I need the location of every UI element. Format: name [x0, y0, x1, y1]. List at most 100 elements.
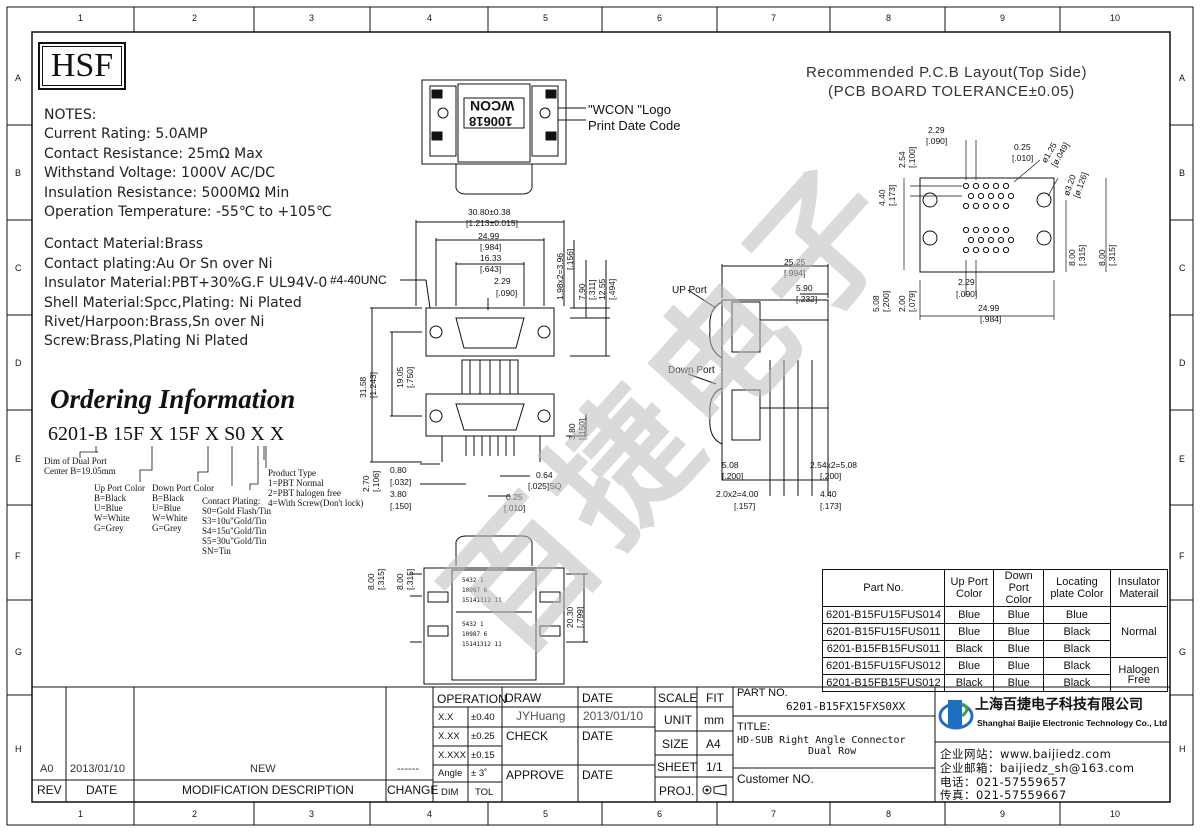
front-view-drawing — [370, 220, 610, 497]
halogen-line: Halogen — [1118, 663, 1160, 676]
svg-text:15141312 11: 15141312 11 — [462, 641, 502, 648]
company-name-en: Shanghai Baijie Electronic Technology Co… — [977, 718, 1168, 728]
table-row: 6201-B15FU15FUS014 Blue Blue Blue Normal — [822, 606, 1169, 658]
pcb-tolerance: (PCB BOARD TOLERANCE±0.05) — [828, 83, 1075, 100]
grid-col-label: 3 — [309, 13, 315, 23]
company-fax: 传真：021-57559667 — [940, 788, 1067, 802]
dim-label: #4-40UNC — [330, 273, 387, 287]
customer-no-label: Customer NO. — [737, 772, 814, 786]
grid-col-label: 9 — [1000, 13, 1006, 23]
company-email: 企业邮箱：baijiedz_sh@163.com — [940, 761, 1135, 775]
grid-col-label: 10 — [1110, 809, 1121, 819]
dim-label: 0.25 — [1014, 142, 1031, 152]
grid-col-label: 2 — [192, 809, 198, 819]
ordering-legend-line: U=Blue — [152, 503, 181, 513]
grid-row-label: B — [15, 168, 22, 178]
table-cell: 6201-B15FU15FUS012 — [822, 657, 945, 675]
ordering-legend-line: G=Grey — [94, 523, 124, 533]
ordering-legend-line: 2=PBT halogen free — [268, 488, 341, 498]
parts-table-header-cell: Locating plate Color — [1043, 569, 1111, 607]
dim-label: [.157] — [734, 501, 756, 511]
tol-dim: X.XX — [438, 731, 460, 742]
material-line: Insulator Material:PBT+30%G.F UL94V-0 — [44, 275, 328, 292]
hsf-logo: HSF — [38, 42, 126, 90]
rev-description: NEW — [250, 763, 276, 775]
grid-col-label: 1 — [78, 809, 84, 819]
grid-row-label: D — [1179, 358, 1186, 368]
ordering-dim-dual: Dim of Dual Port Center B=19.05mm — [44, 456, 116, 476]
note-line: Current Rating: 5.0AMP — [44, 126, 208, 143]
size-label: SIZE — [662, 737, 689, 751]
ordering-legend-line: U=Blue — [94, 503, 123, 513]
pcb-layout-drawing — [903, 140, 1107, 320]
notes-block: NOTES: Current Rating: 5.0AMP Contact Re… — [44, 106, 332, 352]
approve-date-label: DATE — [582, 768, 614, 782]
dim-label: 3.80 — [390, 489, 407, 499]
dim-label: 0.64 — [536, 470, 553, 480]
ordering-legend-line: SN=Tin — [202, 546, 231, 556]
company-logo-icon — [938, 700, 974, 730]
company-name-cn: 上海百捷电子科技有限公司 — [975, 697, 1143, 713]
drawer-name: JYHuang — [516, 709, 566, 723]
ordering-legend-line: W=White — [94, 513, 130, 523]
grid-row-label: E — [1179, 454, 1186, 464]
ordering-legend-line: S0=Gold Flash/Tin — [202, 506, 272, 516]
grid-row-label: C — [1179, 263, 1186, 273]
parts-table-header: Part No. Up Port Color Down Port Color L… — [822, 569, 1169, 607]
dim-label: [.090] — [956, 289, 978, 299]
dim-label: [.090] — [926, 136, 948, 146]
ordering-legend-line: Product Type — [268, 468, 316, 478]
table-cell: Blue — [993, 623, 1045, 641]
dim-label: [.200] — [820, 471, 842, 481]
grid-row-label: F — [15, 551, 21, 561]
tol-dim: X.X — [438, 712, 454, 723]
dim-label: [.232] — [796, 294, 818, 304]
code-part: 15F — [163, 423, 200, 445]
grid-col-label: 3 — [309, 809, 315, 819]
grid-row-label: C — [15, 263, 22, 273]
table-cell: Black — [943, 640, 995, 658]
rev-value: A0 — [40, 763, 54, 775]
code-part: B — [94, 423, 109, 445]
dim-label: 0.80 — [390, 465, 407, 475]
dim-label: [.150] — [390, 501, 412, 511]
dim-label: [.643] — [480, 264, 502, 274]
down-port-label: Down Port — [668, 365, 715, 376]
ordering-legend-line: Contact Plating: — [202, 496, 261, 506]
grid-row-label: A — [1179, 73, 1186, 83]
grid-col-label: 5 — [543, 13, 549, 23]
grid-row-label: B — [1179, 168, 1186, 178]
dim-label: [.173] — [820, 501, 842, 511]
code-part: X — [144, 423, 164, 445]
rev-date-value: 2013/01/10 — [70, 763, 126, 775]
dim-label: 24.99 — [978, 303, 1000, 313]
rev-header: REV — [37, 783, 62, 797]
dim-label: [.090] — [496, 288, 518, 298]
parts-table-header-cell: Up Port Color — [943, 569, 995, 607]
tol-value: ±0.25 — [471, 731, 495, 742]
material-line: Contact plating:Au Or Sn over Ni — [44, 255, 273, 272]
grid-row-label: H — [1179, 744, 1186, 754]
ordering-legend-line: S3=10u"Gold/Tin — [202, 516, 267, 526]
dim-label: 2.0x2=4.00 — [716, 489, 759, 499]
dim-label: 5.08 — [722, 460, 739, 470]
material-line: Contact Material:Brass — [44, 236, 204, 253]
grid-col-label: 2 — [192, 13, 198, 23]
svg-text:10987 6: 10987 6 — [462, 587, 488, 594]
grid-row-label: D — [15, 358, 22, 368]
date-callout: Print Date Code — [588, 118, 681, 133]
code-part: 15F — [108, 423, 145, 445]
dim-label: [.984] — [980, 314, 1002, 324]
rev-header: CHANGE — [387, 783, 439, 797]
svg-text:15141312 11: 15141312 11 — [462, 597, 502, 604]
ordering-product-type: Product Type 1=PBT Normal 2=PBT halogen … — [268, 468, 363, 508]
size-value: A4 — [706, 737, 721, 751]
approve-label: APPROVE — [506, 768, 565, 782]
ordering-legend-line: B=Black — [152, 493, 185, 503]
grid-col-label: 6 — [657, 13, 663, 23]
dim-label: 4.40 — [820, 489, 837, 499]
